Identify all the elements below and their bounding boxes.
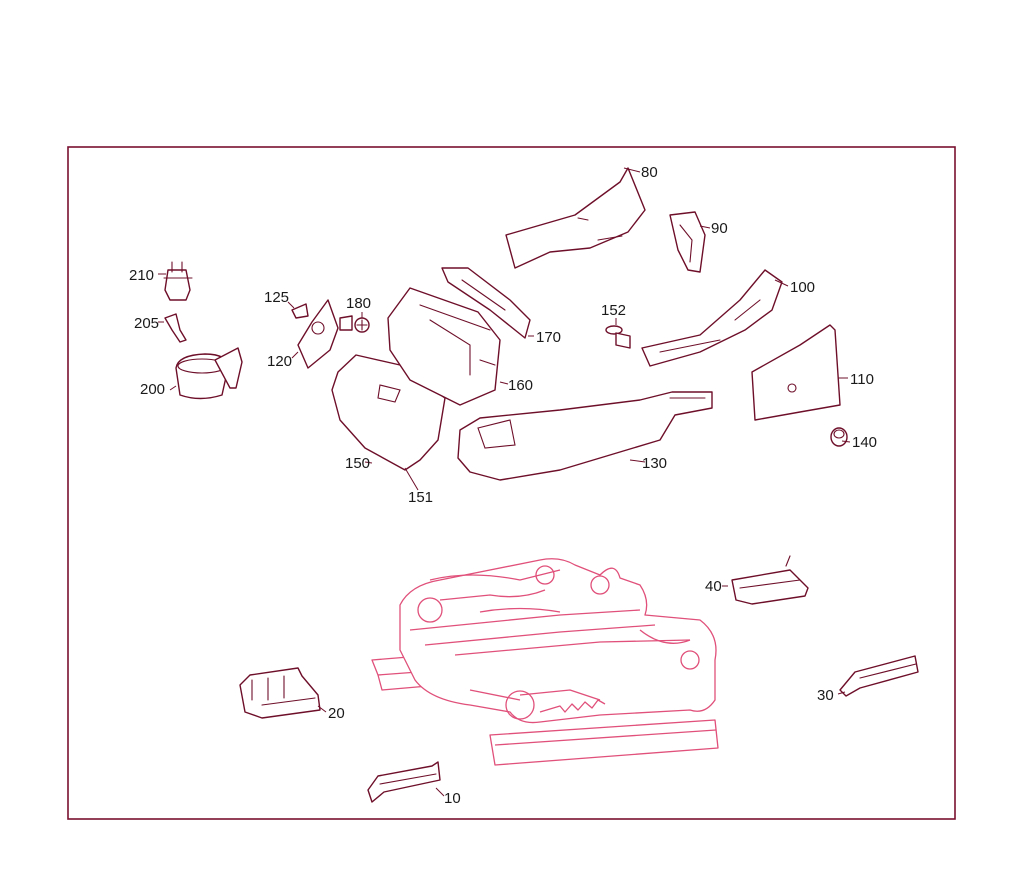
- part-120-handle: [297, 299, 339, 369]
- part-200-cup-holder: [175, 347, 243, 400]
- callout-130: 130: [642, 455, 667, 472]
- callout-30: 30: [817, 687, 834, 704]
- part-205-clip: [164, 313, 187, 343]
- callout-20: 20: [328, 705, 345, 722]
- part-40-rail-cover: [731, 555, 809, 605]
- part-125-cap: [291, 303, 309, 319]
- callout-140: 140: [852, 434, 877, 451]
- part-170-strip: [441, 267, 531, 339]
- seat-frame: [371, 558, 719, 766]
- part-10-rail-cover: [367, 761, 441, 803]
- callout-180: 180: [346, 295, 371, 312]
- callout-110: 110: [850, 371, 874, 388]
- part-210-insert: [163, 261, 193, 301]
- callout-100: 100: [790, 279, 815, 296]
- part-20-rail-cover: [239, 667, 321, 719]
- callout-90: 90: [711, 220, 728, 237]
- part-160-bracket: [387, 287, 501, 406]
- part-80-trim: [505, 167, 646, 269]
- part-130-side-trim: [457, 391, 713, 481]
- callout-120: 120: [267, 353, 292, 370]
- callout-80: 80: [641, 164, 658, 181]
- callout-170: 170: [536, 329, 561, 346]
- callout-152: 152: [601, 302, 626, 319]
- part-110-cover: [751, 324, 841, 421]
- part-140-plug: [830, 427, 848, 447]
- part-180-screw: [339, 315, 370, 333]
- diagram-border: [67, 146, 956, 820]
- callout-150: 150: [345, 455, 370, 472]
- callout-151: 151: [408, 489, 433, 506]
- callout-200: 200: [140, 381, 165, 398]
- callout-210: 210: [129, 267, 154, 284]
- callout-10: 10: [444, 790, 461, 807]
- part-90-trim: [669, 211, 706, 273]
- part-30-rail-cover: [839, 655, 919, 697]
- callout-160: 160: [508, 377, 533, 394]
- part-100-trim: [641, 269, 783, 367]
- callout-40: 40: [705, 578, 722, 595]
- leader-lines: [158, 167, 851, 797]
- callout-125: 125: [264, 289, 289, 306]
- callout-205: 205: [134, 315, 159, 332]
- part-152-screw: [605, 325, 631, 349]
